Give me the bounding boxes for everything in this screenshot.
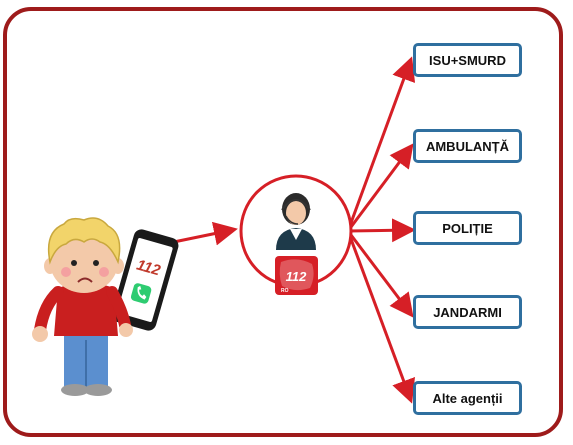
arrow-icon [347,218,416,243]
logo-112-icon: 112 RO [275,256,318,295]
logo-country: RO [281,288,289,294]
logo-number: 112 [286,269,307,284]
call-icon [130,283,152,304]
agency-label: POLIȚIE [442,220,493,236]
agency-box-ambulanta: AMBULANȚĂ [413,129,522,163]
arrow-icon [346,56,416,232]
phone-icon: 112 [111,229,179,331]
child-icon [32,217,133,396]
arrow-icon [346,230,415,404]
agency-label: AMBULANȚĂ [425,138,510,154]
phone-number: 112 [135,257,163,280]
agency-box-jandarmi: JANDARMI [413,295,522,329]
arrow-icon [346,230,414,318]
agency-label: Alte agenții [432,390,503,406]
agency-box-isu-smurd: ISU+SMURD [413,43,522,77]
operator-icon [276,193,316,250]
agency-box-alte-agentii: Alte agenții [413,381,522,415]
agency-label: JANDARMI [433,304,502,320]
agency-box-politie: POLIȚIE [413,211,522,245]
agency-label: ISU+SMURD [429,52,506,68]
arrow-icon [346,143,414,232]
